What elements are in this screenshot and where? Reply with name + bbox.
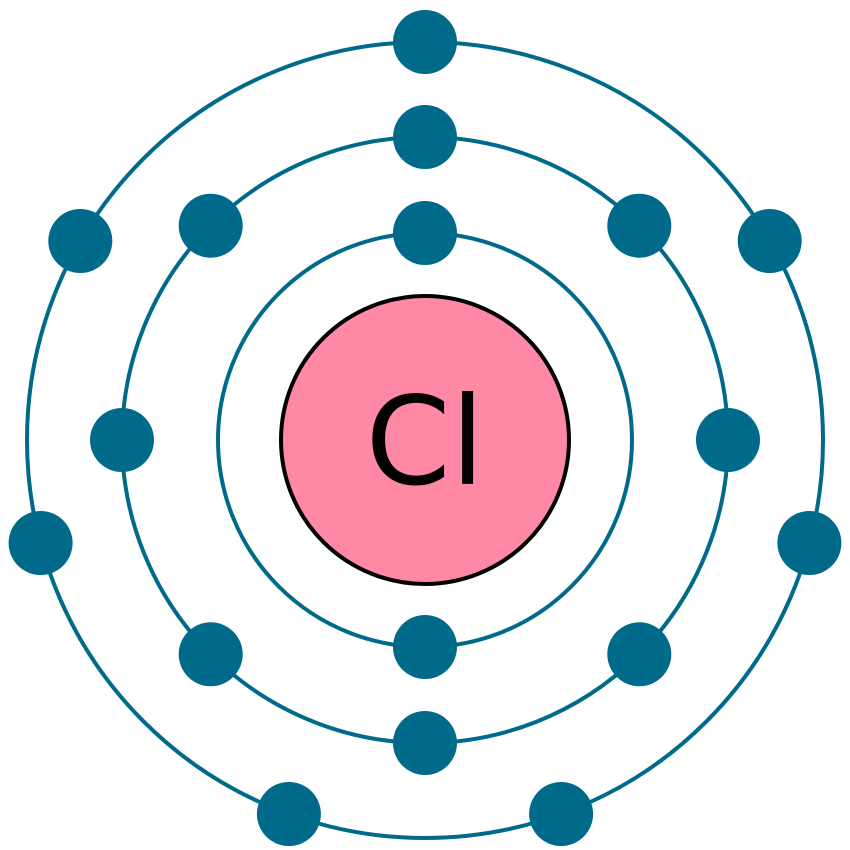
electron-shell-1-2 bbox=[393, 615, 457, 679]
nucleus bbox=[279, 294, 571, 586]
electrons bbox=[8, 10, 842, 846]
electron-shell-2-3 bbox=[696, 408, 760, 472]
electron-shell-3-5 bbox=[256, 782, 321, 846]
electron-shell-2-8 bbox=[178, 193, 243, 258]
electron-shell-2-1 bbox=[393, 105, 457, 169]
electron-shell-1-1 bbox=[393, 201, 457, 265]
element-symbol: Cl bbox=[365, 371, 484, 513]
electron-shell-2-4 bbox=[607, 622, 672, 687]
electron-shell-3-4 bbox=[529, 782, 594, 846]
electron-shell-2-6 bbox=[178, 622, 243, 687]
electron-shell-3-7 bbox=[48, 209, 113, 273]
electron-shell-3-3 bbox=[777, 511, 842, 575]
electron-shell-2-5 bbox=[393, 711, 457, 775]
electron-shell-3-1 bbox=[393, 10, 457, 74]
electron-shell-2-2 bbox=[607, 193, 672, 258]
electron-shell-2-7 bbox=[90, 408, 154, 472]
electron-shell-3-2 bbox=[737, 209, 802, 273]
electron-shell-3-6 bbox=[8, 511, 73, 575]
